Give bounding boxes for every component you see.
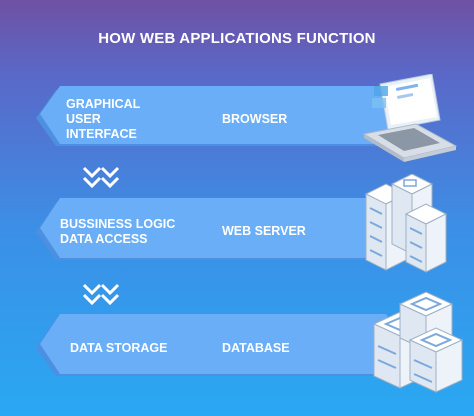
double-chevron-down-icon — [82, 166, 120, 189]
layer-left-label: GRAPHICAL USER INTERFACE — [66, 97, 141, 141]
layer-band-shape — [36, 314, 410, 376]
layer-band-shape — [36, 198, 410, 260]
layer-left-label: DATA STORAGE — [70, 341, 168, 355]
double-chevron-down-icon — [82, 283, 120, 306]
layer-right-label: BROWSER — [222, 112, 288, 126]
layer-left-label: BUSSINESS LOGIC DATA ACCESS — [60, 217, 176, 246]
layer-database: DATA STORAGE DATABASE — [0, 314, 474, 380]
layer-web-server: BUSSINESS LOGIC DATA ACCESS WEB SERVER — [0, 198, 474, 264]
diagram-title: HOW WEB APPLICATIONS FUNCTION — [98, 30, 376, 47]
layer-right-label: DATABASE — [222, 341, 290, 355]
laptop-icon — [362, 74, 458, 162]
layer-right-label: WEB SERVER — [222, 224, 306, 238]
server-rack-icon — [364, 174, 448, 273]
layer-browser: GRAPHICAL USER INTERFACE BROWSER — [0, 86, 474, 150]
database-stack-icon — [372, 291, 464, 393]
layer-band-shape — [36, 86, 410, 146]
